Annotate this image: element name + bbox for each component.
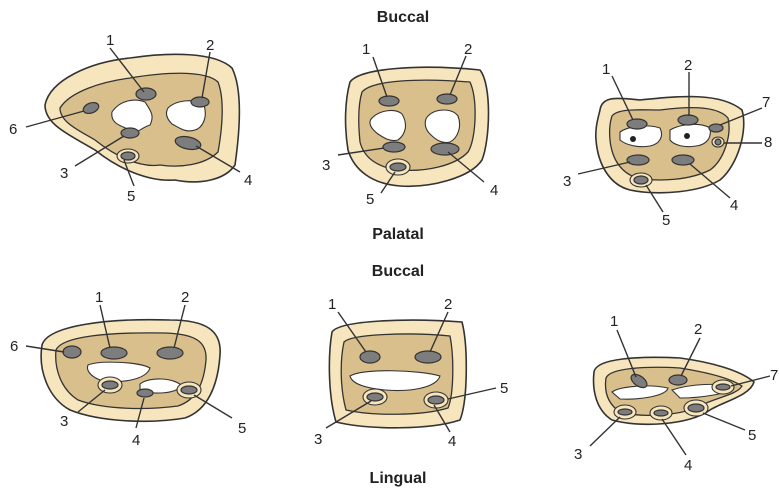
- label-4: 4: [490, 182, 498, 199]
- canal-orifice: [121, 152, 135, 160]
- canal-dot: [684, 133, 690, 139]
- label-1: 1: [602, 61, 610, 78]
- canal-dot: [630, 136, 636, 142]
- label-6: 6: [9, 121, 17, 138]
- label-2: 2: [684, 57, 692, 74]
- label-5: 5: [662, 212, 670, 229]
- label-3: 3: [314, 431, 322, 448]
- canal-orifice: [415, 351, 441, 363]
- canal-orifice: [688, 404, 704, 412]
- upper-tooth-2: 1 2 3 4 5: [322, 41, 498, 208]
- canal-orifice: [379, 96, 399, 106]
- label-2: 2: [464, 41, 472, 58]
- canal-orifice: [136, 88, 156, 100]
- canal-orifice: [137, 389, 153, 397]
- lower-tooth-2: 1 2 3 4 5: [314, 296, 508, 450]
- label-8: 8: [764, 134, 772, 151]
- label-4: 4: [244, 172, 252, 189]
- label-4: 4: [132, 432, 140, 449]
- label-3: 3: [60, 413, 68, 430]
- label-4: 4: [730, 197, 738, 214]
- heading-lingual: Lingual: [370, 470, 427, 487]
- heading-buccal-top: Buccal: [377, 9, 429, 26]
- label-5: 5: [127, 188, 135, 205]
- canal-orifice: [627, 119, 647, 129]
- canal-orifice: [669, 375, 687, 385]
- canal-orifice: [715, 139, 721, 145]
- upper-tooth-1: 1 2 3 4 5 6: [9, 32, 252, 205]
- canal-orifice: [437, 94, 457, 104]
- label-5: 5: [500, 380, 508, 397]
- label-1: 1: [610, 313, 618, 330]
- label-7: 7: [770, 367, 778, 384]
- label-6: 6: [10, 338, 18, 355]
- canal-orifice: [428, 396, 444, 404]
- canal-orifice: [672, 155, 694, 165]
- canal-orifice: [181, 386, 197, 394]
- canal-orifice: [101, 347, 127, 359]
- label-1: 1: [95, 289, 103, 306]
- heading-buccal-bottom: Buccal: [372, 263, 424, 280]
- label-4: 4: [448, 433, 456, 450]
- canal-orifice: [716, 384, 730, 390]
- canal-orifice: [383, 142, 405, 152]
- label-1: 1: [362, 41, 370, 58]
- canal-orifice: [390, 163, 406, 171]
- label-3: 3: [563, 173, 571, 190]
- canal-orifice: [102, 381, 118, 389]
- upper-tooth-3: 1 2 3 4 5 7 8: [563, 57, 772, 229]
- label-3: 3: [60, 165, 68, 182]
- canal-orifice: [654, 410, 668, 416]
- label-2: 2: [694, 321, 702, 338]
- label-2: 2: [206, 37, 214, 54]
- label-2: 2: [444, 296, 452, 313]
- label-3: 3: [322, 157, 330, 174]
- canal-orifice: [157, 347, 183, 359]
- label-1: 1: [106, 32, 114, 49]
- label-5: 5: [238, 420, 246, 437]
- canal-orifice: [431, 143, 459, 155]
- lower-tooth-3: 1 2 3 4 5 7: [574, 313, 778, 474]
- canal-orifice: [191, 97, 209, 107]
- canal-orifice: [367, 393, 383, 401]
- canal-orifice: [627, 155, 649, 165]
- canal-orifice: [634, 176, 648, 184]
- label-7: 7: [762, 94, 770, 111]
- label-3: 3: [574, 446, 582, 463]
- canal-orifice: [618, 409, 632, 415]
- label-5: 5: [366, 191, 374, 208]
- canal-orifice: [678, 115, 698, 125]
- heading-palatal: Palatal: [372, 226, 424, 243]
- label-4: 4: [684, 457, 692, 474]
- canal-orifice: [360, 351, 380, 363]
- label-5: 5: [748, 427, 756, 444]
- label-2: 2: [181, 289, 189, 306]
- lower-tooth-1: 1 2 3 4 5 6: [10, 289, 246, 449]
- canal-orifice: [63, 346, 81, 358]
- label-1: 1: [328, 296, 336, 313]
